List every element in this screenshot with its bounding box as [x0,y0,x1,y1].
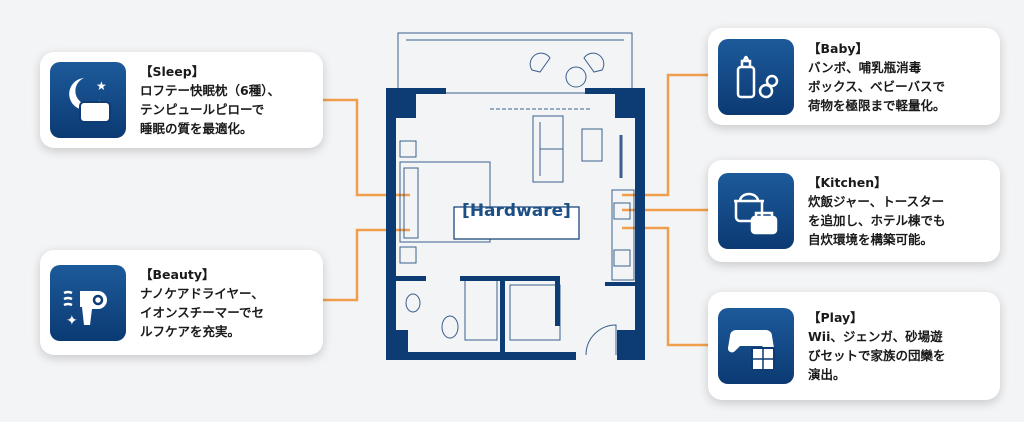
card-title: 【Beauty】 [140,266,215,282]
card-text: ボックス、ベビーバスで [808,78,946,94]
card-kitchen: 【Kitchen】炊飯ジャー、トースターを追加し、ホテル棟でも自炊環境を構築可能… [708,160,1000,262]
card-title: 【Play】 [808,310,863,325]
card-text: びセットで家族の団欒を [808,348,946,363]
card-text: ルフケアを充実。 [140,323,241,339]
moon-pillow-icon: ★ [50,62,126,138]
card-sleep: ★ 【Sleep】ロフテー快眠枕（6種）、テンピュールピローで睡眠の質を最適化。 [40,52,323,148]
card-text: を追加し、ホテル棟でも [808,213,946,228]
gamepad-puzzle-icon [718,308,794,384]
card-play: 【Play】 Wii、ジェンガ、砂場遊びセットで家族の団欒を演出。 [708,292,1000,400]
card-title: 【Baby】 [808,40,869,56]
card-text: 炊飯ジャー、トースター [808,194,945,209]
hair-dryer-icon: ✦ [50,264,126,341]
card-title: 【Kitchen】 [808,175,887,190]
card-text: テンピュールピローで [140,102,265,117]
floor-plan [386,32,645,360]
svg-text:★: ★ [96,79,107,93]
card-text: 睡眠の質を最適化。 [140,121,253,136]
card-title: 【Sleep】 [140,64,205,79]
card-text: ロフテー快眠枕（6種）、 [140,83,280,98]
card-baby: 【Baby】バンボ、哺乳瓶消毒ボックス、ベビーバスで荷物を極限まで軽量化。 [708,28,1000,125]
card-beauty: ✦ 【Beauty】ナノケアドライヤー、イオンスチーマーでセルフケアを充実。 [40,250,323,355]
hardware-label: [Hardware] [462,201,571,221]
card-text: バンボ、哺乳瓶消毒 [808,59,922,75]
connector-beauty [323,228,410,302]
svg-text:✦: ✦ [66,313,78,329]
card-text: 自炊環境を構築可能。 [808,232,934,247]
card-text: ナノケアドライヤー、 [140,285,264,301]
card-text: 荷物を極限まで軽量化。 [808,97,946,113]
card-text: イオンスチーマーでセ [140,304,265,320]
baby-bottle-pacifier-icon [718,38,794,115]
card-text: 演出。 [808,367,846,382]
rice-cooker-toaster-icon [718,173,794,249]
connector-sleep [323,98,410,197]
card-text: Wii、ジェンガ、砂場遊 [808,329,943,344]
